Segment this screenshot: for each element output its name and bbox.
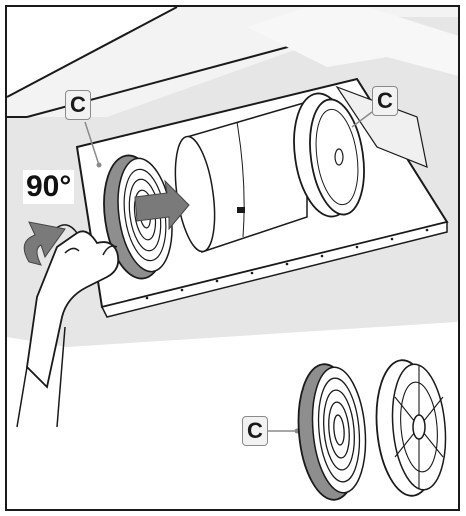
illustration-frame: C C C 90° bbox=[5, 5, 460, 511]
detail-carbon-hub bbox=[413, 415, 425, 439]
installed-filter-hub bbox=[335, 149, 343, 165]
callout-c-top-right: C bbox=[372, 86, 398, 116]
installation-diagram bbox=[7, 7, 460, 511]
callout-c-top-left: C bbox=[65, 90, 91, 120]
blower-clip bbox=[237, 207, 245, 213]
callout-c-detail: C bbox=[242, 416, 268, 446]
rotation-angle-label: 90° bbox=[23, 170, 74, 204]
